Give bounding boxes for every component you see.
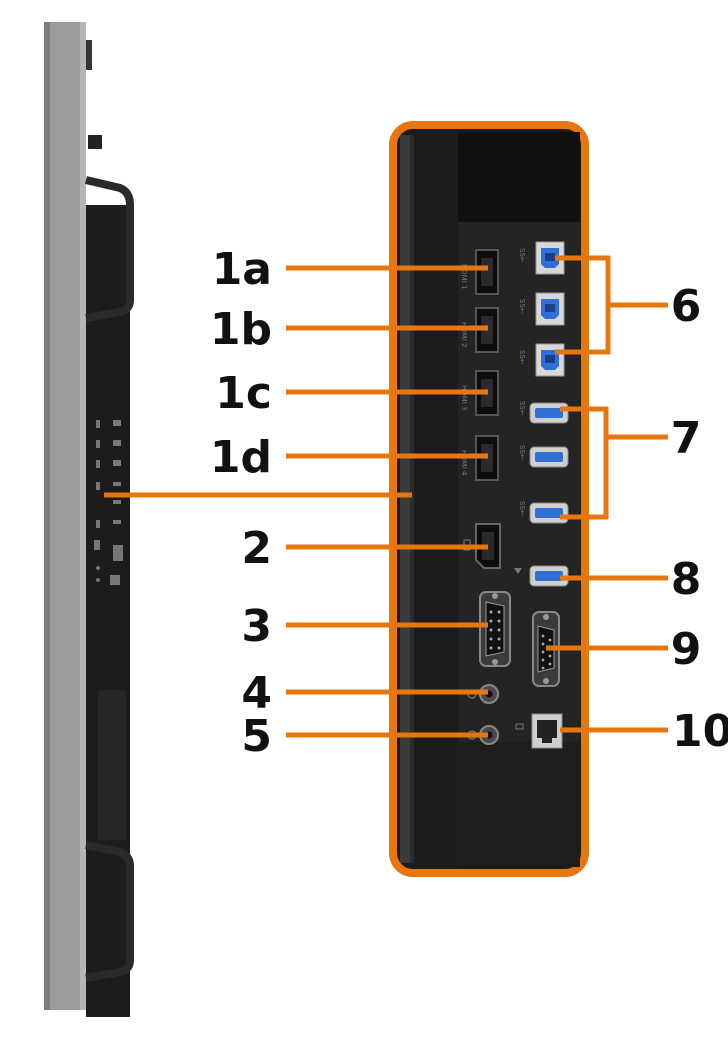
port-panel-lit-edge bbox=[400, 135, 410, 863]
rj45-port bbox=[515, 713, 563, 749]
usb-port-mark: SS← bbox=[518, 401, 526, 416]
usb-port-mark: SS← bbox=[518, 501, 526, 516]
usb-charging-port bbox=[514, 565, 569, 587]
monitor-handle-top bbox=[85, 176, 134, 322]
monitor-mini-ports bbox=[94, 420, 123, 585]
monitor-back-body bbox=[86, 205, 130, 1017]
usb-upstream-port: SS← bbox=[518, 292, 565, 326]
monitor-side-profile bbox=[44, 22, 134, 1017]
callout-label: 9 bbox=[671, 624, 702, 675]
vga-port bbox=[479, 591, 511, 667]
hdmi-port-mark: HDMI 3 bbox=[460, 385, 468, 410]
usb-downstream-port: SS← bbox=[518, 445, 569, 468]
monitor-handle-bottom bbox=[85, 841, 134, 982]
hdmi-port: HDMI 2 bbox=[460, 307, 499, 353]
port-panel bbox=[389, 121, 589, 877]
monitor-vent-block bbox=[98, 690, 126, 840]
monitor-bezel-highlight bbox=[80, 22, 86, 1010]
port-panel-divider bbox=[410, 135, 414, 863]
callout-label: 1a bbox=[212, 244, 272, 295]
callout-label: 7 bbox=[671, 413, 702, 464]
hdmi-port-mark: HDMI 2 bbox=[460, 322, 468, 347]
callout-leaders bbox=[286, 255, 668, 738]
monitor-top-bracket bbox=[86, 40, 92, 70]
usb-port-mark: SS← bbox=[518, 445, 526, 460]
usb-upstream-port: SS← bbox=[518, 343, 565, 377]
monitor-bezel-edge bbox=[44, 22, 50, 1010]
callout-label: 10 bbox=[672, 706, 728, 757]
callout-label: 4 bbox=[241, 668, 272, 719]
callout-label: 6 bbox=[671, 281, 702, 332]
usb-downstream-port: SS← bbox=[518, 401, 569, 424]
callout-label: 1b bbox=[210, 304, 272, 355]
callout-label: 1d bbox=[210, 432, 272, 483]
hdmi-port-mark: HDMI 4 bbox=[460, 450, 468, 476]
callout-label: 2 bbox=[241, 523, 272, 574]
port-panel-shadow bbox=[458, 132, 580, 222]
callout-label: 3 bbox=[241, 601, 272, 652]
hdmi-port-mark: HDMI 1 bbox=[460, 264, 468, 289]
callout-label: 1c bbox=[215, 368, 272, 419]
monitor-bezel bbox=[44, 22, 86, 1010]
usb-port-mark: SS← bbox=[518, 350, 526, 365]
usb-upstream-port: SS← bbox=[518, 241, 565, 275]
callout-labels: 1a 1b 1c 1d 2 3 45 6 7 8 9 10 bbox=[210, 244, 728, 762]
port-panel-lower bbox=[458, 742, 580, 867]
monitor-top-clip bbox=[88, 135, 102, 149]
usb-port-mark: SS← bbox=[518, 299, 526, 314]
usb-port-mark: SS← bbox=[518, 248, 526, 263]
callout-label: 5 bbox=[241, 711, 272, 762]
usb-downstream-port: SS← bbox=[518, 501, 569, 524]
hdmi-port: HDMI 1 bbox=[460, 249, 499, 295]
callout-label: 8 bbox=[671, 554, 702, 605]
